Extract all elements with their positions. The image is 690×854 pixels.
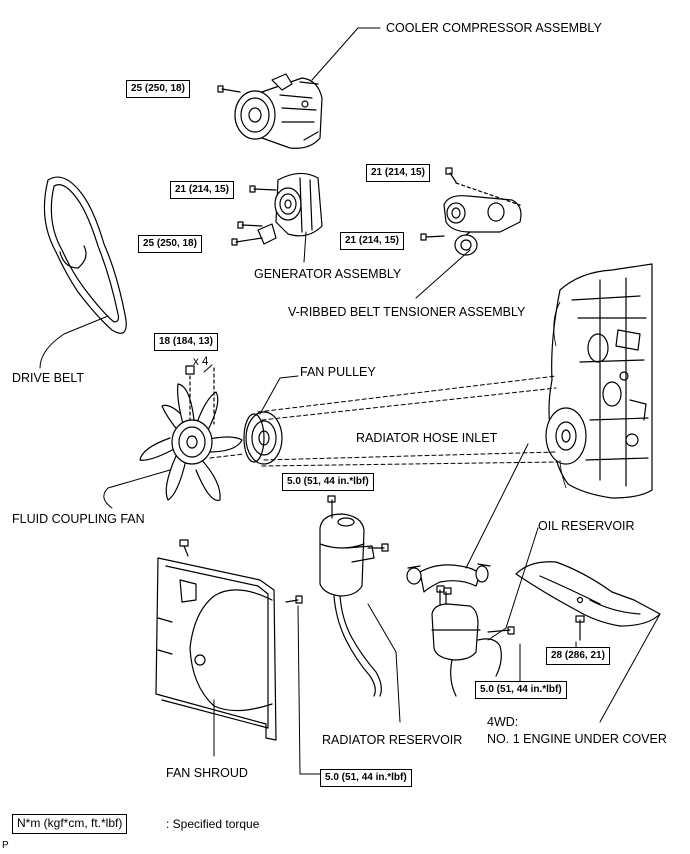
drive-belt-drawing — [43, 176, 127, 334]
torque-compressor-bolt: 25 (250, 18) — [126, 80, 190, 98]
engine-under-cover-drawing — [515, 561, 661, 641]
label-tensioner: V-RIBBED BELT TENSIONER ASSEMBLY — [288, 305, 526, 319]
belt-guide-lines — [209, 375, 557, 467]
fan-pulley-drawing — [243, 411, 283, 465]
torque-under-cover: 28 (286, 21) — [546, 647, 610, 665]
corner-mark: P — [2, 840, 9, 851]
torque-tensioner-lower: 21 (214, 15) — [340, 232, 404, 250]
tensioner-drawing — [420, 167, 522, 256]
label-cooler-compressor: COOLER COMPRESSOR ASSEMBLY — [386, 21, 602, 35]
label-oil-reservoir: OIL RESERVOIR — [538, 519, 635, 533]
label-drive-belt: DRIVE BELT — [12, 371, 85, 385]
torque-fan-shroud: 5.0 (51, 44 in.*lbf) — [320, 769, 412, 787]
fan-shroud-drawing — [155, 539, 303, 741]
fluid-coupling-fan-drawing — [139, 365, 243, 501]
radiator-reservoir-drawing — [319, 495, 389, 697]
label-fan-pulley: FAN PULLEY — [300, 365, 376, 379]
engine-outline-extra — [553, 301, 567, 489]
torque-generator-lower: 25 (250, 18) — [138, 235, 202, 253]
label-quantity: x 4 — [193, 356, 209, 368]
label-radiator-reservoir: RADIATOR RESERVOIR — [322, 733, 463, 747]
radiator-hose-inlet-drawing — [406, 563, 491, 593]
torque-generator-upper: 21 (214, 15) — [170, 181, 234, 199]
label-radiator-hose-inlet: RADIATOR HOSE INLET — [356, 431, 498, 445]
legend-description: : Specified torque — [166, 817, 260, 831]
engine-drawing — [545, 263, 653, 499]
torque-radiator-reservoir: 5.0 (51, 44 in.*lbf) — [282, 473, 374, 491]
label-fan-shroud: FAN SHROUD — [166, 766, 248, 780]
label-generator: GENERATOR ASSEMBLY — [254, 267, 402, 281]
torque-oil-reservoir: 5.0 (51, 44 in.*lbf) — [475, 681, 567, 699]
oil-reservoir-drawing — [431, 585, 515, 697]
generator-drawing — [231, 172, 323, 246]
legend-unit-box: N*m (kgf*cm, ft.*lbf) — [12, 814, 128, 834]
leader-lines — [39, 27, 661, 775]
label-under-cover-4wd: 4WD: — [487, 715, 519, 729]
cooler-compressor-drawing — [217, 73, 323, 149]
label-under-cover-name: NO. 1 ENGINE UNDER COVER — [487, 732, 667, 746]
torque-tensioner-upper: 21 (214, 15) — [366, 164, 430, 182]
label-fluid-coupling-fan: FLUID COUPLING FAN — [12, 512, 145, 526]
torque-fan-nut: 18 (184, 13) — [154, 333, 218, 351]
